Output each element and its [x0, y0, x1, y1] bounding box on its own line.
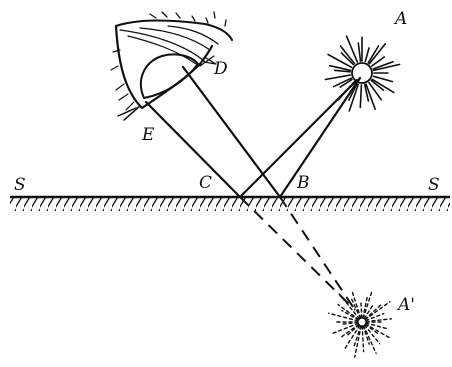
label-point-c: C [199, 173, 212, 193]
light-source-core [352, 63, 372, 83]
virtual-image-star [329, 291, 392, 357]
label-source-a: A [393, 9, 407, 29]
virtual-ray-c [240, 197, 355, 310]
virtual-ray-b [280, 197, 355, 310]
label-surface-left: S [14, 175, 26, 195]
mirror-surface [10, 197, 450, 211]
label-image-a-prime: A' [396, 295, 415, 315]
ray-c-to-eye-e [146, 102, 240, 197]
label-point-d: D [213, 59, 228, 79]
label-point-b: B [296, 173, 310, 193]
label-point-e: E [141, 125, 155, 145]
ray-b-to-eye-d [183, 67, 280, 197]
ray-source-to-b [280, 78, 360, 197]
label-surface-right: S [428, 175, 440, 195]
